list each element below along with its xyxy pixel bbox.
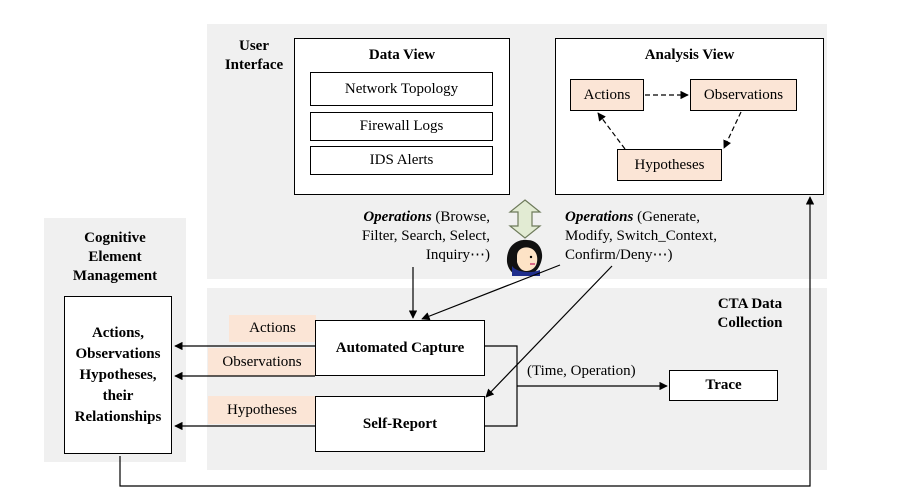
self-report-label: Self-Report	[362, 415, 438, 432]
cta-data-collection-title: CTA Data Collection	[717, 296, 783, 331]
tag-actions: Actions	[229, 315, 316, 342]
cem-title: Cognitive Element Management	[72, 230, 158, 284]
analysis-view-title: Analysis View	[644, 47, 735, 63]
arrow-ops-right-to-capture	[421, 264, 561, 321]
analysis-hypotheses-node: Hypotheses	[617, 149, 722, 181]
operations-right-text: Operations (Generate, Modify, Switch_Con…	[565, 209, 717, 263]
data-view-title: Data View	[368, 47, 436, 63]
cem-content-text: Actions, Observations Hypotheses, their …	[74, 324, 162, 425]
self-report-box: Self-Report	[315, 396, 485, 452]
trace-label: Trace	[705, 377, 742, 393]
ids-alerts-item: IDS Alerts	[310, 146, 493, 175]
cem-content-box: Actions, Observations Hypotheses, their …	[64, 296, 172, 454]
arrow-hypotheses-to-actions	[597, 112, 626, 150]
network-topology-item: Network Topology	[310, 72, 493, 106]
feedback-loop-to-analysis-view	[119, 196, 815, 487]
analyst-face-icon	[506, 239, 543, 276]
arrow-ops-right-to-selfreport	[485, 265, 613, 398]
bracket-to-trace	[485, 345, 518, 427]
user-interface-title: User Interface	[224, 38, 284, 73]
tag-observations: Observations	[208, 348, 316, 376]
firewall-logs-item: Firewall Logs	[310, 112, 493, 141]
time-operation-label: (Time, Operation)	[527, 363, 636, 379]
tag-hypotheses: Hypotheses	[208, 396, 316, 424]
double-arrow-icon	[508, 199, 542, 239]
automated-capture-label: Automated Capture	[335, 339, 465, 356]
automated-capture-box: Automated Capture	[315, 320, 485, 376]
analysis-observations-node: Observations	[690, 79, 797, 111]
arrow-observations-to-hypotheses	[723, 111, 742, 149]
operations-left-text: Operations (Browse, Filter, Search, Sele…	[361, 209, 490, 263]
trace-box: Trace	[669, 370, 778, 401]
analysis-actions-node: Actions	[570, 79, 644, 111]
